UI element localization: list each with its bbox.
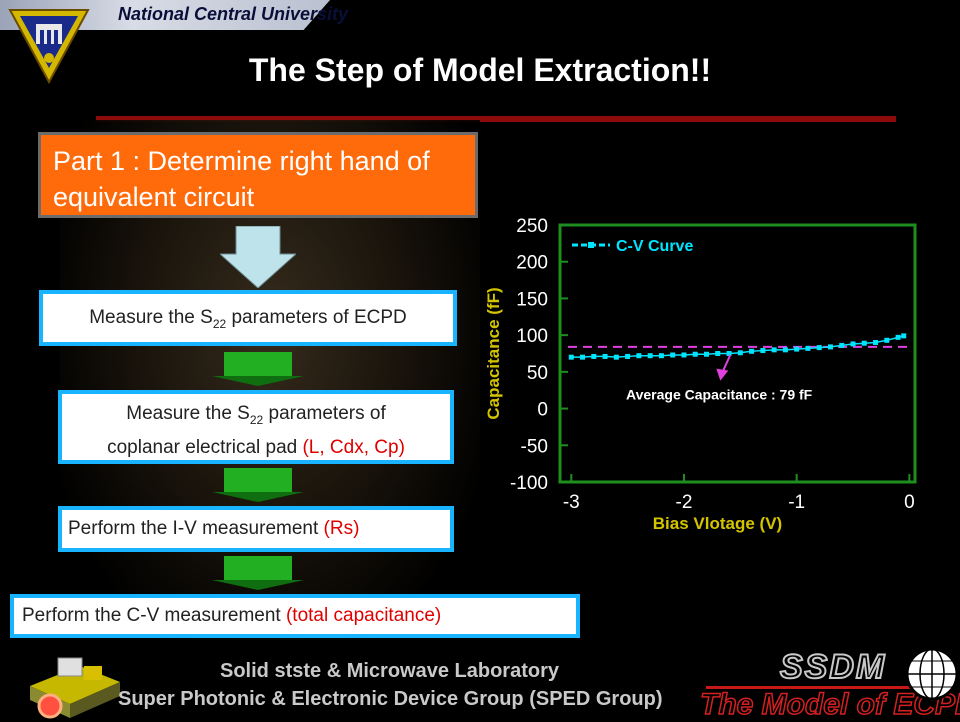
cv-curve-point	[636, 353, 642, 359]
step-text: Perform the I-V measurement	[68, 518, 324, 539]
step-text: Perform the C-V measurement	[22, 605, 286, 626]
university-name: National Central University	[118, 4, 349, 24]
plot-frame	[558, 223, 917, 484]
part1-box: Part 1 : Determine right hand of equival…	[38, 132, 478, 218]
y-axis-label: Capacitance (fF)	[484, 287, 503, 419]
cv-curve-point	[625, 353, 631, 359]
step-measure-s22-ecpd: Measure the S22 parameters of ECPD	[39, 290, 457, 346]
cv-curve-point	[613, 354, 619, 360]
cv-curve-point	[839, 342, 845, 348]
down-arrow-icon	[212, 556, 304, 590]
x-tick-label: -2	[676, 492, 693, 513]
y-tick-label: 150	[516, 289, 548, 310]
cv-curve-point	[816, 345, 822, 351]
cv-curve-point	[850, 341, 856, 347]
step-cv-measurement: Perform the C-V measurement (total capac…	[10, 594, 580, 638]
cv-curve-point	[591, 353, 597, 359]
step-subscript: 22	[212, 316, 227, 331]
cv-curve-point	[580, 354, 586, 360]
step-text: parameters of ECPD	[226, 307, 407, 328]
step-subscript: 22	[249, 412, 264, 427]
step-text: Measure the S	[126, 403, 250, 424]
title-divider	[96, 116, 896, 122]
ssdm-logo-text: SSDM	[779, 647, 887, 687]
x-tick-label: -1	[788, 492, 805, 513]
annotation-label: Average Capacitance : 79 fF	[626, 387, 813, 403]
y-tick-label: 100	[516, 326, 548, 347]
cv-curve-point	[704, 351, 710, 357]
x-axis-label: Bias Vlotage (V)	[653, 514, 782, 533]
cv-curve-point	[895, 334, 901, 340]
y-tick-label: 50	[527, 363, 548, 384]
step-params: (total capacitance)	[285, 605, 442, 626]
x-tick-label: 0	[904, 492, 915, 513]
cv-curve-point	[670, 352, 676, 358]
cv-curve-point	[737, 350, 743, 356]
annotation-arrow	[721, 354, 732, 373]
cv-curve-point	[782, 347, 788, 353]
cv-curve-point	[715, 351, 721, 356]
step-text: Measure the S	[89, 307, 213, 328]
step-measure-s22-pad: Measure the S22 parameters of coplanar e…	[58, 390, 454, 464]
down-arrow-icon	[212, 352, 304, 386]
cv-curve-point	[658, 353, 664, 359]
cv-curve-point	[568, 354, 574, 360]
cv-curve-point	[873, 339, 879, 345]
step-text: parameters of	[263, 403, 386, 424]
legend-label: C-V Curve	[616, 238, 693, 255]
step-params: (L, Cdx, Cp)	[302, 436, 405, 458]
globe-logo-icon	[905, 647, 959, 701]
y-tick-label: 250	[516, 216, 548, 237]
cv-curve-point	[760, 348, 766, 354]
x-tick-label: -3	[563, 492, 580, 513]
legend-marker	[588, 242, 594, 248]
device-illustration	[30, 657, 120, 719]
cv-curve-point	[692, 351, 698, 357]
y-tick-label: -50	[521, 436, 548, 457]
step-iv-measurement: Perform the I-V measurement (Rs)	[58, 506, 454, 552]
cv-curve-point	[794, 346, 800, 352]
cv-curve-point	[681, 352, 687, 358]
group-name: Super Photonic & Electronic Device Group…	[118, 688, 663, 710]
page-title: The Step of Model Extraction!!	[248, 52, 712, 88]
down-arrow-icon	[212, 468, 304, 502]
cv-curve-point	[602, 353, 608, 359]
y-tick-label: -100	[510, 473, 548, 494]
cv-curve-point	[884, 337, 890, 343]
cv-curve-point	[771, 347, 777, 353]
cv-curve-point	[827, 344, 833, 350]
cv-curve-point	[805, 345, 811, 351]
step-params: (Rs)	[323, 518, 360, 539]
cv-curve-point	[726, 351, 732, 356]
footer-divider	[706, 686, 930, 689]
cv-curve-point	[901, 333, 907, 339]
cv-curve-point	[647, 353, 653, 359]
university-logo	[8, 9, 90, 85]
y-tick-label: 0	[537, 400, 548, 421]
step-text: coplanar electrical pad	[107, 436, 303, 458]
down-arrow-large-icon	[220, 226, 296, 288]
y-tick-label: 200	[516, 253, 548, 274]
cv-curve-point	[749, 348, 755, 354]
lab-name: Solid stste & Microwave Laboratory	[220, 660, 559, 682]
annotation-arrowhead	[716, 368, 729, 381]
cv-curve-point	[861, 340, 867, 346]
